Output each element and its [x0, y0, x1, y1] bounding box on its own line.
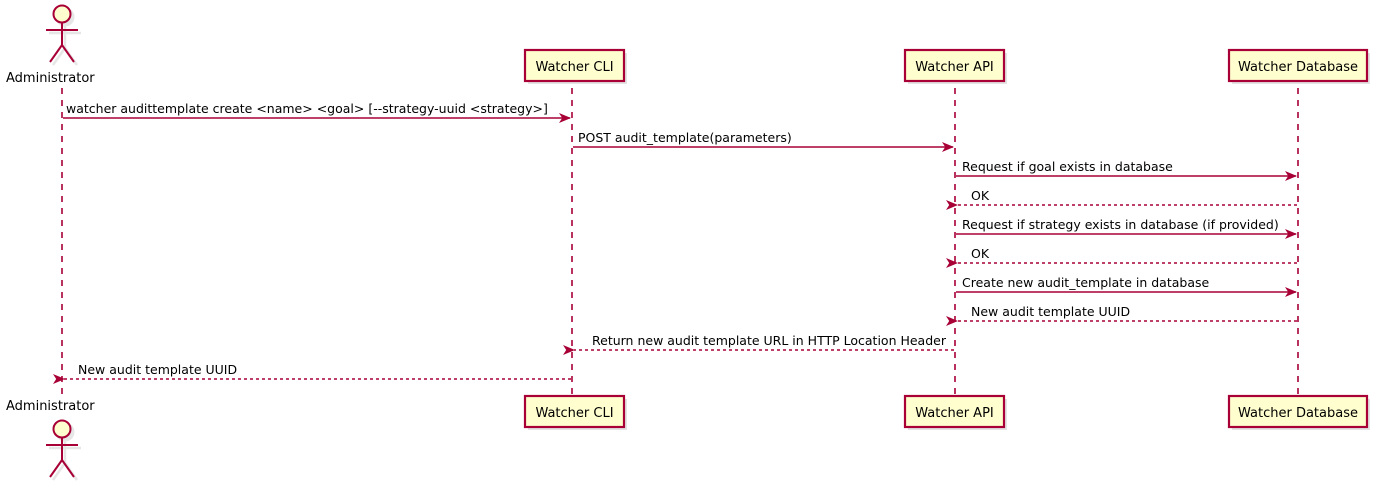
actor-label-administrator-top: Administrator	[6, 71, 95, 86]
participant-watcher-api-bottom[interactable]: Watcher API	[903, 394, 1007, 430]
participant-box	[903, 48, 1006, 83]
participant-watcher-cli-top[interactable]: Watcher CLI	[523, 48, 627, 84]
participant-label-watcher-cli-top: Watcher CLI	[535, 60, 613, 75]
actor-head-icon	[52, 419, 72, 439]
message-3-request-goal-exists[interactable]: Request if goal exists in database	[956, 159, 1297, 181]
participant-box	[523, 48, 626, 83]
participant-label-watcher-database-bottom: Watcher Database	[1238, 406, 1358, 421]
message-label: Request if goal exists in database	[962, 159, 1173, 174]
participant-label-watcher-database-top: Watcher Database	[1238, 60, 1358, 75]
participant-label-watcher-api-top: Watcher API	[915, 60, 994, 75]
participant-label-watcher-cli-bottom: Watcher CLI	[535, 406, 613, 421]
message-label: New audit template UUID	[971, 304, 1130, 319]
participant-label-watcher-api-bottom: Watcher API	[915, 406, 994, 421]
message-label: watcher audittemplate create <name> <goa…	[66, 101, 548, 116]
message-2-post-audit-template[interactable]: POST audit_template(parameters)	[573, 130, 954, 152]
message-label: Request if strategy exists in database (…	[962, 217, 1279, 232]
participant-watcher-database-top[interactable]: Watcher Database	[1227, 48, 1370, 84]
participant-box	[1227, 48, 1369, 83]
participant-box	[1227, 394, 1369, 429]
message-5-request-strategy-exists[interactable]: Request if strategy exists in database (…	[956, 217, 1297, 239]
message-4-ok-goal[interactable]: OK	[946, 188, 1297, 210]
message-label: POST audit_template(parameters)	[578, 130, 792, 145]
actor-leg-right-icon	[61, 459, 75, 478]
participant-box	[903, 394, 1006, 429]
message-label: New audit template UUID	[78, 362, 237, 377]
message-label: OK	[971, 246, 990, 261]
message-label: Create new audit_template in database	[962, 275, 1209, 290]
participant-box	[523, 394, 626, 429]
actor-leg-left-icon	[49, 44, 63, 63]
participant-watcher-cli-bottom[interactable]: Watcher CLI	[523, 394, 627, 430]
actor-head-icon	[52, 4, 72, 24]
message-6-ok-strategy[interactable]: OK	[946, 246, 1297, 268]
actor-administrator-bottom[interactable]: Administrator	[6, 399, 95, 481]
message-8-new-audit-template-uuid[interactable]: New audit template UUID	[946, 304, 1297, 326]
message-10-new-audit-template-uuid[interactable]: New audit template UUID	[53, 362, 571, 384]
actor-administrator-top[interactable]: Administrator	[6, 4, 95, 87]
participant-watcher-api-top[interactable]: Watcher API	[903, 48, 1007, 84]
message-1-watcher-audittemplate-create[interactable]: watcher audittemplate create <name> <goa…	[63, 101, 571, 123]
message-label: Return new audit template URL in HTTP Lo…	[592, 333, 947, 348]
message-9-return-location-header[interactable]: Return new audit template URL in HTTP Lo…	[563, 333, 954, 355]
message-7-create-audit-template[interactable]: Create new audit_template in database	[956, 275, 1297, 297]
actor-leg-right-icon	[61, 44, 75, 63]
actor-label-administrator-bottom: Administrator	[6, 399, 95, 414]
actor-leg-left-icon	[49, 459, 63, 478]
lifelines	[61, 88, 1299, 396]
participant-watcher-database-bottom[interactable]: Watcher Database	[1227, 394, 1370, 430]
message-label: OK	[971, 188, 990, 203]
